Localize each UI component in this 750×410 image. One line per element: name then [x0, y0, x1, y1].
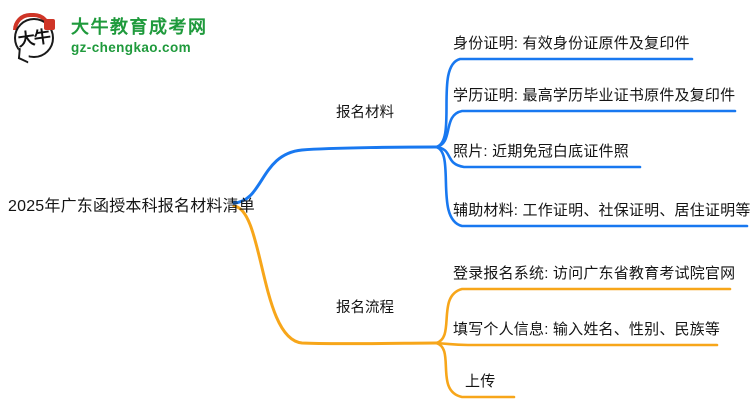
materials-item-identity: 身份证明: 有效身份证原件及复印件: [453, 35, 690, 52]
branch-process-curve: [232, 204, 438, 346]
logo-circle: 大牛: [14, 18, 55, 58]
process-item-fill-info: 填写个人信息: 输入姓名、性别、民族等: [453, 321, 721, 338]
materials-item-photo: 照片: 近期免冠白底证件照: [453, 143, 629, 160]
process-child-3-curve: [434, 341, 516, 399]
logo-site-domain: gz-chengkao.com: [71, 39, 192, 55]
materials-item-auxiliary: 辅助材料: 工作证明、社保证明、居住证明等: [453, 202, 750, 219]
process-item-upload: 上传: [465, 373, 496, 390]
logo-seal-stamp-icon: [44, 19, 55, 30]
materials-child-4-curve: [434, 145, 749, 228]
materials-child-1-curve: [434, 57, 694, 149]
process-child-1-curve: [434, 287, 732, 345]
process-item-login: 登录报名系统: 访问广东省教育考试院官网: [453, 265, 736, 282]
logo-text-block: 大牛教育成考网 gz-chengkao.com: [71, 13, 208, 55]
site-logo: 大牛 大牛教育成考网 gz-chengkao.com: [12, 13, 208, 63]
branch-label-process: 报名流程: [336, 300, 394, 316]
logo-site-name: 大牛教育成考网: [71, 17, 208, 37]
branch-label-materials: 报名材料: [336, 105, 394, 121]
logo-glyph-text: 大牛: [16, 26, 52, 50]
materials-child-3-curve: [434, 145, 642, 169]
mindmap-root-topic: 2025年广东函授本科报名材料清单: [8, 198, 255, 215]
materials-item-education: 学历证明: 最高学历毕业证书原件及复印件: [453, 87, 736, 104]
process-child-2-curve: [434, 341, 719, 347]
branch-materials-curve: [232, 145, 438, 205]
logo-bull-seal-icon: 大牛: [12, 13, 60, 63]
materials-child-2-curve: [434, 109, 737, 149]
